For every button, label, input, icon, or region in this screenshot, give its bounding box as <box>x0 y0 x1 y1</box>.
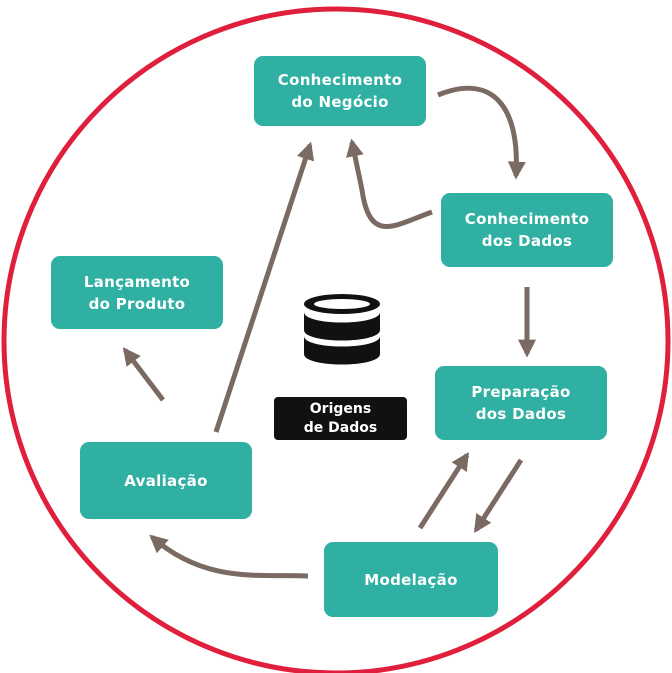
data-sources-text: Origens de Dados <box>303 400 378 436</box>
node-deployment-label: Lançamento do Produto <box>83 272 191 313</box>
arrows <box>122 85 536 579</box>
node-business-understanding-label: Conhecimento do Negócio <box>277 71 403 111</box>
database-icon <box>304 294 380 365</box>
node-business-understanding: Conhecimento do Negócio <box>254 56 426 126</box>
node-deployment: Lançamento do Produto <box>51 256 223 329</box>
node-data-preparation-label: Preparação dos Dados <box>471 383 571 423</box>
node-data-understanding: Conhecimento dos Dados <box>441 193 613 267</box>
arrow-data-understanding-to-business <box>345 138 433 229</box>
node-evaluation: Avaliação <box>80 442 252 519</box>
node-evaluation-label: Avaliação <box>124 471 208 490</box>
arrow-modeling-to-evaluation <box>149 534 309 579</box>
node-modeling: Modelação <box>324 542 498 617</box>
arrow-business-to-data-understanding <box>437 85 526 180</box>
cycle-circle <box>1 6 671 673</box>
arrow-evaluation-to-deployment <box>122 347 165 402</box>
arrow-modeling-to-preparation <box>417 451 470 530</box>
arrow-evaluation-to-business <box>213 141 315 433</box>
node-data-understanding-label: Conhecimento dos Dados <box>464 210 590 250</box>
node-modeling-label: Modelação <box>364 570 458 589</box>
data-sources-label: Origens de Dados <box>274 397 407 440</box>
arrow-preparation-to-modeling <box>473 458 524 534</box>
node-data-preparation: Preparação dos Dados <box>435 366 607 440</box>
